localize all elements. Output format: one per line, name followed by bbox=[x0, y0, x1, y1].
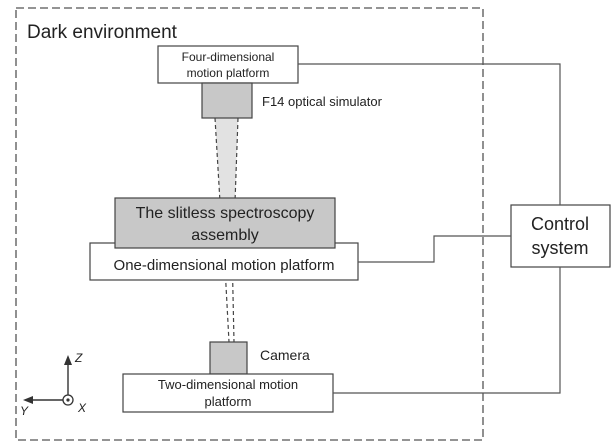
one-dimensional-platform-label: One-dimensional motion platform bbox=[114, 257, 335, 274]
z-axis-label: Z bbox=[74, 351, 83, 365]
camera-label: Camera bbox=[260, 347, 310, 363]
connection-four-dim-to-control bbox=[298, 63, 561, 205]
four-dimensional-motion-platform bbox=[157, 45, 299, 84]
dark-environment-boundary bbox=[15, 7, 484, 441]
x-axis-origin-dot bbox=[66, 398, 70, 402]
control-system-label-line2: system bbox=[531, 238, 588, 258]
slitless-assembly-label-line2: assembly bbox=[191, 227, 259, 244]
z-axis-arrowhead bbox=[64, 355, 72, 365]
f14-optical-simulator bbox=[201, 82, 253, 119]
y-axis-label: Y bbox=[20, 404, 29, 418]
optical-beam-upper bbox=[215, 118, 238, 202]
two-dimensional-motion-platform bbox=[122, 373, 334, 413]
f14-simulator-label: F14 optical simulator bbox=[262, 94, 383, 109]
optical-beam-left-edge bbox=[214, 117, 221, 203]
camera bbox=[209, 341, 248, 375]
slitless-spectroscopy-assembly bbox=[114, 197, 336, 249]
x-axis-label: X bbox=[77, 401, 87, 415]
two-dimensional-platform-label-line1: Two-dimensional motion bbox=[158, 377, 298, 392]
one-dimensional-motion-platform bbox=[89, 242, 359, 281]
coordinate-axes: Z Y X bbox=[20, 351, 87, 418]
dark-environment-label: Dark environment bbox=[27, 22, 178, 43]
connection-two-dim-to-control bbox=[333, 267, 561, 394]
four-dimensional-platform-label-line2: motion platform bbox=[187, 66, 270, 80]
optical-beam-right-edge bbox=[234, 117, 239, 203]
connection-one-dim-to-control bbox=[358, 235, 511, 263]
slitless-assembly-label-line1: The slitless spectroscopy bbox=[136, 205, 315, 222]
control-system-label-line1: Control bbox=[531, 214, 589, 234]
y-axis-arrowhead bbox=[23, 396, 33, 404]
four-dimensional-platform-label-line1: Four-dimensional bbox=[182, 50, 275, 64]
two-dimensional-platform-label-line2: platform bbox=[205, 394, 252, 409]
